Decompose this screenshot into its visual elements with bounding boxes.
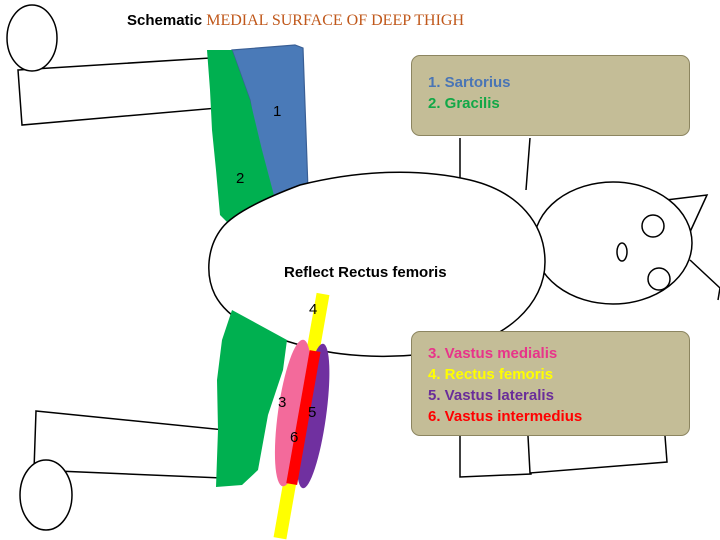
head-ear-top [665,194,709,233]
page-title: Schematic MEDIAL SURFACE OF DEEP THIGH [127,12,464,30]
eye-icon [641,214,665,238]
vastus-medialis-muscle [274,339,312,487]
muscle-number-1: 1 [273,103,282,120]
legend-box-top: 1. Sartorius 2. Gracilis [411,55,690,136]
muscle-number-4: 4 [309,301,318,318]
nose-icon [616,242,628,262]
title-main: Schematic [127,12,203,29]
legend-item-sartorius: 1. Sartorius [428,74,511,91]
muscle-number-3: 3 [278,394,287,411]
center-label: Reflect Rectus femoris [284,264,447,281]
upper-leg-outline [17,57,219,126]
legend-item-rectus-femoris: 4. Rectus femoris [428,366,554,383]
legend-item-vastus-medialis: 3. Vastus medialis [428,345,558,362]
gracilis-muscle-lower [216,310,287,487]
muscle-number-2: 2 [236,170,245,187]
title-subtitle: MEDIAL SURFACE OF DEEP THIGH [206,12,465,29]
vastus-intermedius-muscle [286,350,321,486]
legend-item-vastus-lateralis: 5. Vastus lateralis [428,387,554,404]
gracilis-muscle-upper [207,50,276,225]
vastus-lateralis-muscle [296,343,330,489]
muscle-number-5: 5 [308,404,317,421]
legend-item-vastus-intermedius: 6. Vastus intermedius [428,408,583,425]
legend-item-gracilis: 2. Gracilis [428,95,500,112]
lower-foot-outline [19,459,73,531]
muscle-number-6: 6 [290,429,299,446]
eye-icon [647,267,671,291]
lower-right-box [459,436,532,478]
upper-foot-outline [6,4,58,72]
legend-box-bottom: 3. Vastus medialis 4. Rectus femoris 5. … [411,331,690,436]
lower-right-box-2 [527,435,668,474]
head-ear-bottom [689,259,720,301]
